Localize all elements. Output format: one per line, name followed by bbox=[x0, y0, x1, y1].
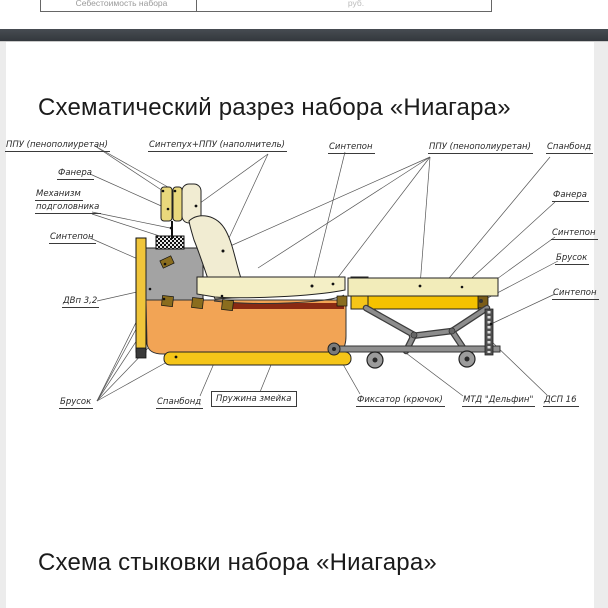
label-sintepuh-ppu: Синтепух+ППУ (наполнитель) bbox=[148, 140, 287, 152]
table-divider bbox=[196, 0, 197, 11]
seat-bottom-panel bbox=[163, 351, 352, 366]
cost-table-left-cell: Себестоимость набора bbox=[75, 0, 168, 8]
label-fanera-left: Фанера bbox=[57, 168, 94, 180]
backrest-cushion bbox=[188, 215, 249, 300]
fold-out-section bbox=[347, 276, 499, 310]
section-title-cross-section: Схематический разрез набора «Ниагара» bbox=[38, 94, 511, 121]
label-fanera-right: Фанера bbox=[552, 190, 589, 202]
wheel-right bbox=[458, 350, 476, 368]
label-sintepon-right-lower: Синтепон bbox=[552, 288, 599, 300]
label-ppu-right: ППУ (пенополиуретан) bbox=[428, 142, 533, 154]
bed-platform bbox=[367, 295, 480, 310]
sintepon-edge-strip bbox=[484, 308, 494, 356]
page-separator-bar bbox=[0, 29, 608, 42]
label-brusok-left: Брусок bbox=[59, 397, 94, 409]
label-brusok-right: Брусок bbox=[555, 253, 590, 265]
headrest bbox=[160, 183, 202, 239]
hook-fixator bbox=[327, 342, 341, 356]
seat-box bbox=[145, 299, 347, 355]
label-sintepon-right-upper: Синтепон bbox=[551, 228, 598, 240]
leader-lines bbox=[89, 145, 559, 402]
frame-base-bar bbox=[329, 345, 501, 353]
backrest-column bbox=[135, 235, 204, 359]
label-dsp: ДСП 16 bbox=[543, 395, 579, 407]
bed-mattress-slab bbox=[347, 277, 499, 297]
snake-springs-band bbox=[228, 303, 344, 309]
label-spanbond-right: Спанбонд bbox=[546, 142, 594, 154]
seat-cover-line bbox=[213, 294, 345, 304]
leader-dots bbox=[148, 189, 493, 359]
label-headrest-mechanism: Механизм подголовника bbox=[35, 189, 102, 214]
label-sintepon-top: Синтепон bbox=[328, 142, 375, 154]
label-pruzhina-zmeyka: Пружина змейка bbox=[211, 391, 297, 407]
label-fiksator: Фиксатор (крючок) bbox=[356, 395, 445, 407]
label-dvp: ДВп 3,2 bbox=[62, 296, 100, 308]
headrest-mechanism-block bbox=[155, 235, 185, 250]
dolphin-mechanism-frame bbox=[327, 304, 501, 369]
label-ppu-left: ППУ (пенополиуретан) bbox=[5, 140, 110, 152]
label-sintepon-left: Синтепон bbox=[49, 232, 96, 244]
cost-table-fragment: Себестоимость набора руб. bbox=[40, 0, 492, 12]
label-mtd-dolphin: МТД "Дельфин" bbox=[462, 395, 536, 407]
wood-blocks bbox=[161, 295, 348, 311]
wheel-left bbox=[366, 351, 384, 369]
seat-cushion bbox=[196, 276, 346, 299]
right-page-margin bbox=[594, 41, 608, 608]
cost-table-right-cell: руб. bbox=[347, 0, 365, 8]
label-spanbond-bottom: Спанбонд bbox=[156, 397, 204, 409]
left-page-margin bbox=[0, 41, 6, 608]
section-title-docking: Схема стыковки набора «Ниагара» bbox=[38, 549, 437, 576]
